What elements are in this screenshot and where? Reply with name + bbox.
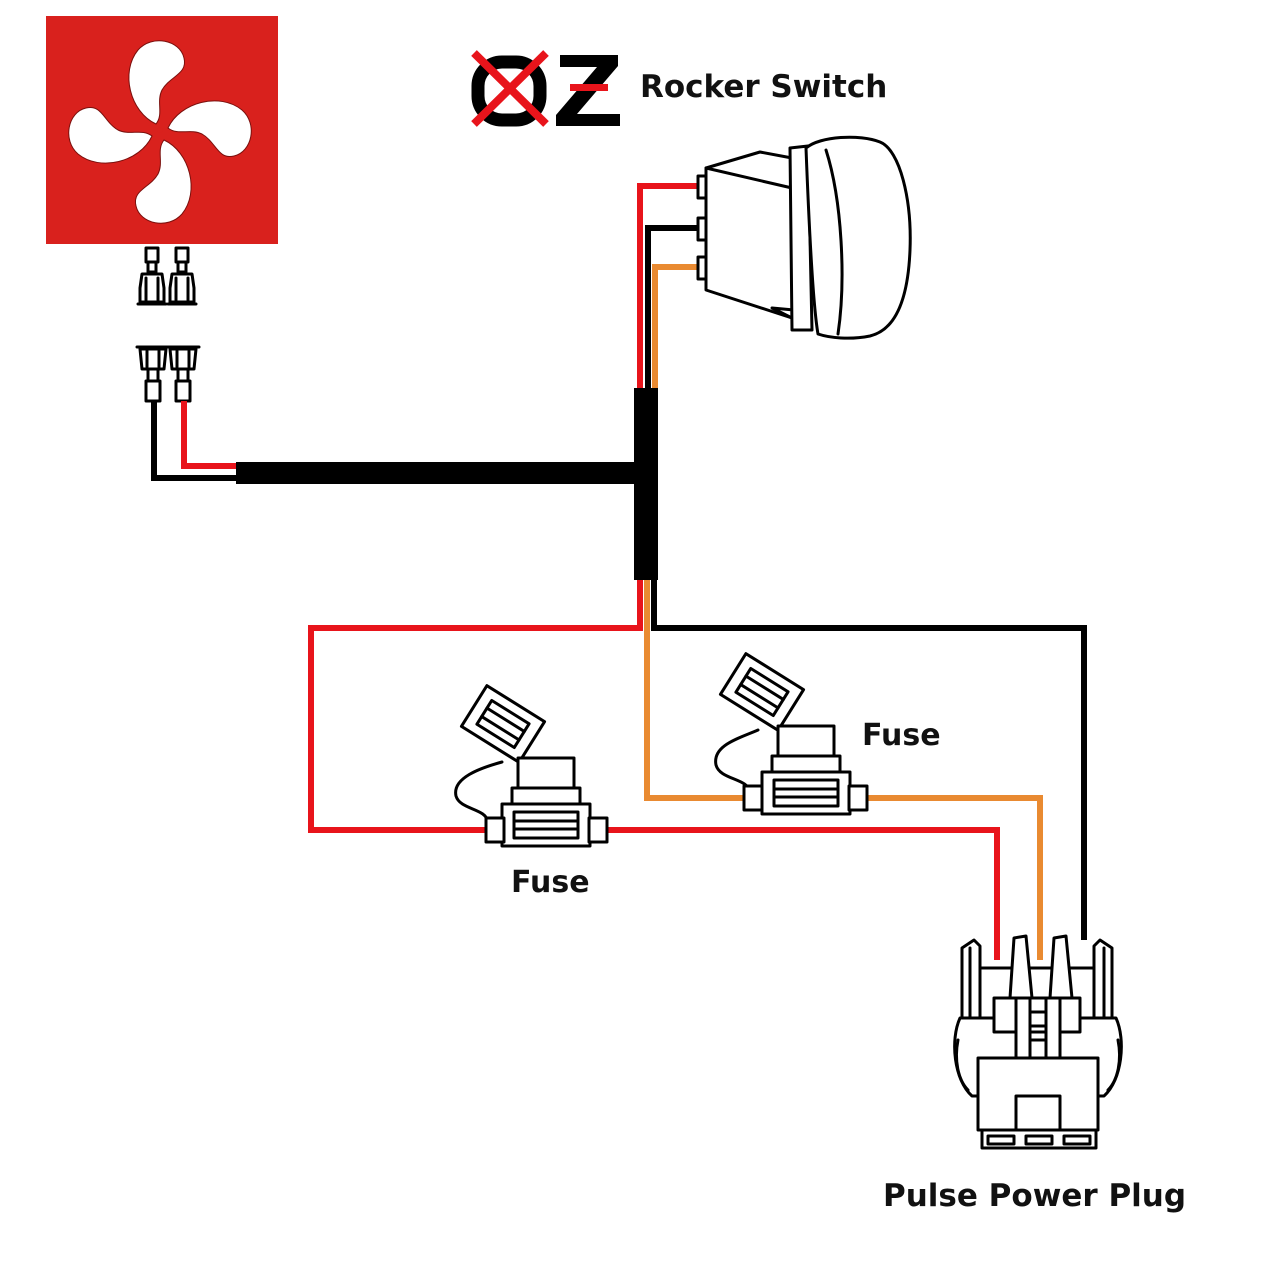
- wire-black-switch: [645, 225, 700, 390]
- wire-black-main: [651, 578, 1087, 940]
- wire-red-main: [308, 578, 643, 833]
- wire-orange-plug: [866, 795, 1043, 960]
- wire-orange-main: [644, 578, 744, 801]
- logo-cross-line: [471, 50, 549, 127]
- logo-letter-o: [471, 55, 547, 127]
- harness-sleeve-vertical: [634, 388, 658, 580]
- wires: [151, 183, 1087, 960]
- wire-orange-switch: [652, 264, 700, 390]
- plug-label: Pulse Power Plug: [883, 1178, 1186, 1214]
- harness-connectors: [135, 345, 201, 403]
- harness-sleeve-horizontal: [236, 462, 656, 484]
- power-plug-icon: [953, 934, 1123, 1150]
- switch-rocker: [804, 135, 912, 340]
- wire-red-switch: [637, 183, 700, 390]
- rocker-switch-icon: [696, 135, 912, 340]
- fuse-left-label: Fuse: [511, 865, 590, 900]
- title-label: Rocker Switch: [640, 69, 887, 105]
- fan-icon: [68, 40, 252, 224]
- wire-black-fan: [151, 401, 240, 481]
- fuse-cap-tether: [454, 760, 504, 824]
- logo-z-bar: [570, 84, 608, 91]
- inline-fuse-right: [714, 652, 869, 816]
- inline-fuse-left: [454, 684, 609, 848]
- oz-logo: [471, 50, 620, 127]
- fuse-cap-tether: [714, 728, 760, 794]
- wire-red-fan: [181, 401, 240, 469]
- fuse-right-label: Fuse: [862, 718, 941, 753]
- wire-red-plug: [606, 827, 1000, 960]
- fan-terminals: [136, 246, 198, 306]
- fan: [46, 16, 278, 244]
